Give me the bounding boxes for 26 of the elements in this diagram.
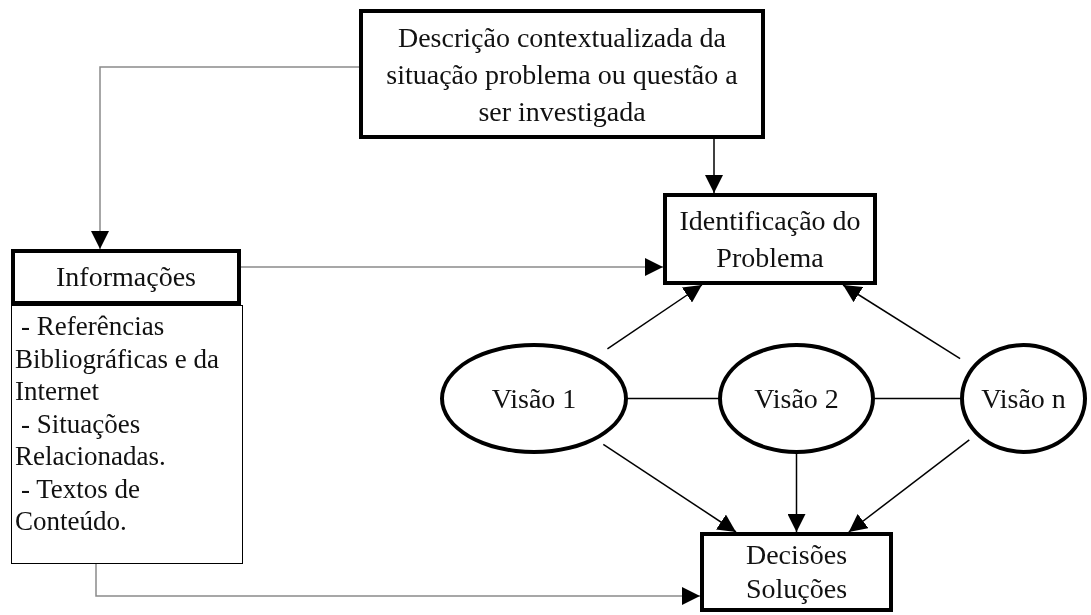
arrow bbox=[602, 443, 737, 533]
arrow bbox=[848, 439, 971, 533]
list-box bbox=[11, 305, 243, 564]
process-box bbox=[663, 193, 877, 285]
box-label: Informações bbox=[56, 260, 196, 294]
arrow bbox=[606, 284, 703, 350]
process-box bbox=[359, 9, 765, 139]
box-label: Descrição contextualizada da situação problema ou questão a ser investigada bbox=[385, 20, 739, 129]
arrow bbox=[842, 284, 961, 360]
arrow bbox=[91, 66, 360, 250]
box-label: Visão 1 bbox=[491, 381, 577, 416]
connector-line bbox=[627, 397, 719, 400]
box-label: Decisões Soluções bbox=[744, 538, 849, 606]
arrow bbox=[787, 453, 806, 533]
list-item: - Situações Relacionadas. bbox=[15, 407, 167, 473]
arrow bbox=[240, 258, 664, 276]
box-label: Visão 2 bbox=[754, 381, 839, 416]
box-label: Identificação do Problema bbox=[678, 204, 862, 275]
list-item: - Referências Bibliográficas e da Internet bbox=[15, 310, 220, 408]
connector-line bbox=[874, 397, 961, 400]
list-item: - Textos de Conteúdo. bbox=[15, 472, 142, 538]
arrow bbox=[705, 138, 723, 194]
box-label: Visão n bbox=[981, 381, 1066, 416]
process-box bbox=[700, 532, 893, 612]
arrow bbox=[95, 563, 701, 605]
heading-box bbox=[11, 249, 241, 305]
